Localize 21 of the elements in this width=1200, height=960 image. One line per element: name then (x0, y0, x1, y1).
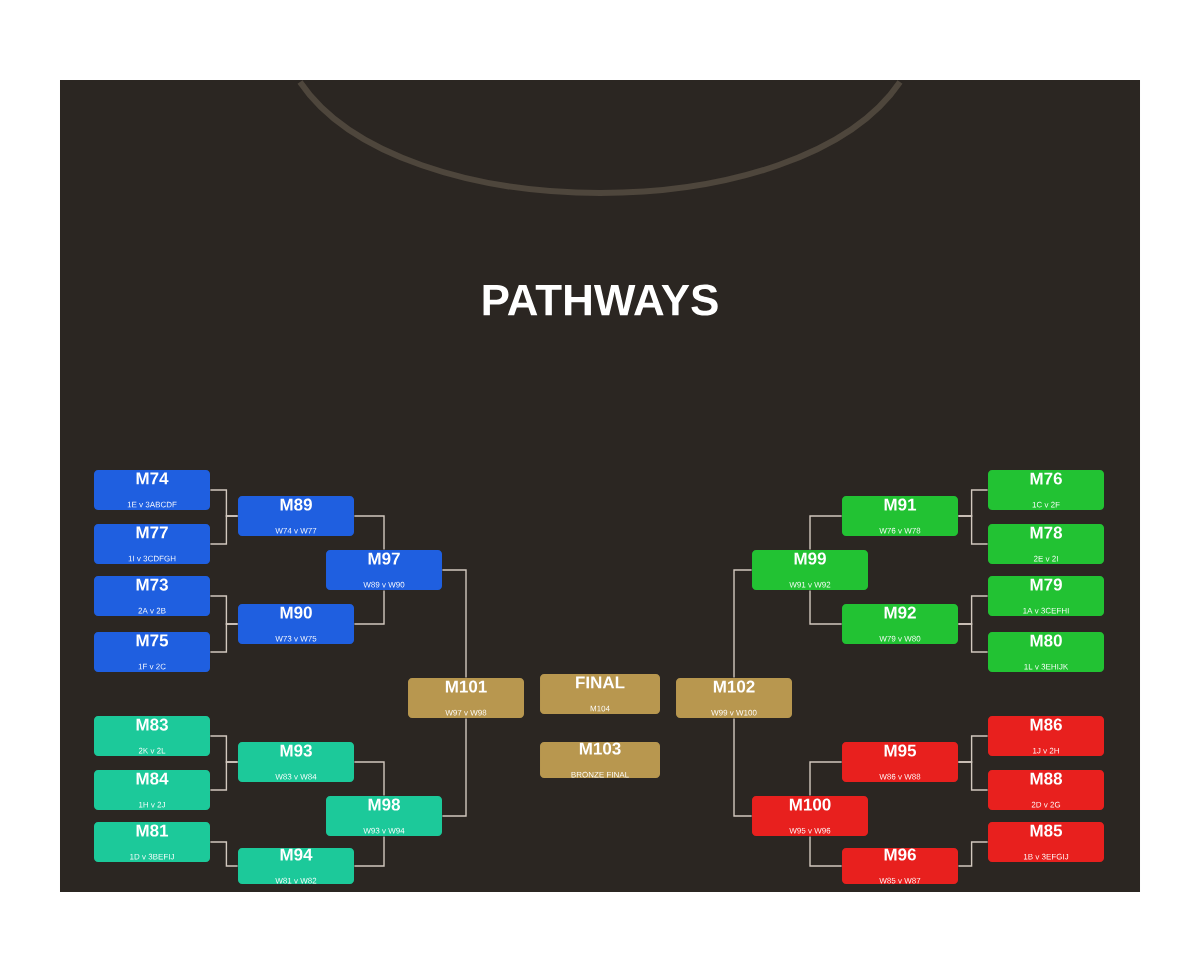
bracket-line (353, 589, 385, 625)
bracket-line (353, 515, 385, 551)
bracket-line (353, 761, 385, 797)
bracket-line (957, 841, 989, 867)
bracket-line (209, 761, 239, 791)
bracket-line (809, 515, 843, 551)
bracket-line (209, 515, 239, 545)
bracket-line (441, 717, 467, 817)
bracket-line (809, 835, 843, 867)
bracket-line (733, 569, 753, 679)
bracket-line (957, 761, 989, 791)
bracket-line (809, 761, 843, 797)
bracket-line (209, 841, 239, 867)
bracket-line (957, 515, 989, 545)
title: PATHWAYS (483, 284, 718, 316)
bracket-line (353, 835, 385, 867)
bracket-line (733, 717, 753, 817)
bracket-line (957, 623, 989, 653)
bracket-line (441, 569, 467, 679)
bracket-line (209, 623, 239, 653)
bracket-line (809, 589, 843, 625)
